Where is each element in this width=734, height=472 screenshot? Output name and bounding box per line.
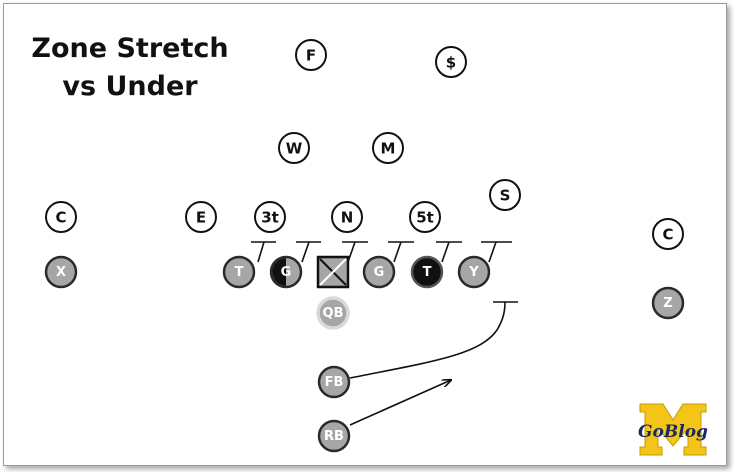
player-center: [316, 255, 350, 289]
player-fullback: FB: [317, 365, 351, 399]
player-circle: [457, 255, 491, 289]
block-m-shape: [639, 403, 707, 456]
player-label: X: [56, 265, 66, 280]
offense: X T G G T Y Z QB FB RB: [44, 255, 685, 453]
play-title-line-1: Zone Stretch: [31, 33, 229, 64]
defender-sam-linebacker: S: [489, 179, 521, 211]
player-circle: [317, 365, 351, 399]
player-circle: [651, 286, 685, 320]
player-circle: [362, 255, 396, 289]
defender-strong-safety: $: [435, 46, 467, 78]
goblog-logo-text: GoBlog: [638, 422, 708, 442]
defender-circle: [489, 179, 521, 211]
defender-circle: [372, 132, 404, 164]
player-label: RB: [324, 429, 344, 444]
defender-label: E: [196, 209, 206, 227]
defender-free-safety: F: [295, 39, 327, 71]
diagram-frame: [3, 3, 727, 466]
play-title: Zone Stretch vs Under: [20, 30, 240, 106]
player-half-fill: [272, 258, 286, 286]
block-left-tackle: [251, 241, 276, 263]
defender-circle: [331, 201, 363, 233]
block-right-guard: [388, 241, 414, 263]
defender-label: F: [306, 47, 316, 65]
defender-label: N: [341, 209, 354, 227]
defender-circle: [435, 46, 467, 78]
player-label: G: [281, 265, 292, 280]
player-quarterback: QB: [316, 296, 350, 330]
defender-circle: [409, 201, 441, 233]
player-label: G: [374, 265, 385, 280]
routes: [349, 301, 518, 426]
player-label: Z: [663, 296, 672, 311]
defender-label: 5t: [416, 209, 434, 227]
player-circle: [44, 255, 78, 289]
blocking-assignments: [251, 241, 512, 263]
defender-three-tech: 3t: [254, 201, 286, 233]
defender-label: C: [55, 209, 66, 227]
running-back-route: [349, 380, 451, 426]
defender-five-tech: 5t: [409, 201, 441, 233]
block-right-tackle: [436, 241, 462, 263]
defender-circle: [185, 201, 217, 233]
player-split-end: X: [44, 255, 78, 289]
play-title-line-2: vs Under: [62, 71, 198, 102]
player-label: T: [235, 265, 244, 280]
player-left-guard: G: [269, 255, 303, 289]
player-label: FB: [325, 375, 344, 390]
player-right-tackle: T: [410, 255, 444, 289]
defender-circle: [278, 132, 310, 164]
player-flanker: Z: [651, 286, 685, 320]
player-circle: [317, 419, 351, 453]
defender-label: $: [446, 54, 456, 72]
player-running-back: RB: [317, 419, 351, 453]
player-label: Y: [468, 265, 479, 280]
defender-right-corner: C: [652, 218, 684, 250]
player-tight-end: Y: [457, 255, 491, 289]
defender-will-linebacker: W: [278, 132, 310, 164]
defender-circle: [45, 201, 77, 233]
player-left-tackle: T: [222, 255, 256, 289]
defender-nose: N: [331, 201, 363, 233]
player-right-guard: G: [362, 255, 396, 289]
defender-label: 3t: [261, 209, 279, 227]
defender-circle: [652, 218, 684, 250]
goblog-logo: GoBlog: [638, 403, 708, 456]
player-label: QB: [323, 306, 344, 321]
defender-left-end: E: [185, 201, 217, 233]
defender-mike-linebacker: M: [372, 132, 404, 164]
center-x-mark: [319, 258, 347, 286]
block-left-guard: [296, 241, 321, 263]
player-circle: [222, 255, 256, 289]
defender-circle: [295, 39, 327, 71]
player-circle: [316, 296, 350, 330]
defender-label: S: [500, 187, 511, 205]
player-label: T: [423, 265, 432, 280]
fullback-route: [349, 301, 506, 379]
player-circle: [410, 255, 444, 289]
block-tight-end: [481, 241, 512, 263]
defender-left-corner: C: [45, 201, 77, 233]
defender-label: M: [381, 140, 396, 158]
defender-label: C: [662, 226, 673, 244]
defender-circle: [254, 201, 286, 233]
defender-label: W: [286, 140, 303, 158]
